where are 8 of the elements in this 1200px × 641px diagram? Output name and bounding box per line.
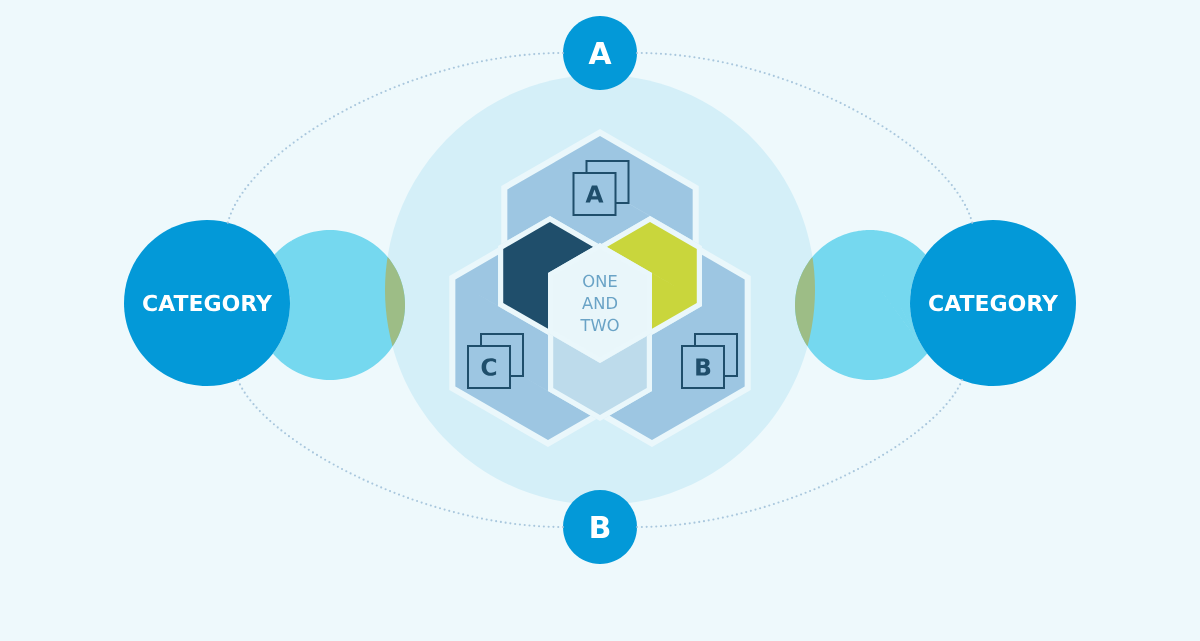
hexagon: ONE AND TWO <box>548 243 652 363</box>
stacked-squares: A <box>572 160 630 216</box>
dotted-arc <box>236 378 565 529</box>
dotted-arc <box>635 51 974 224</box>
dotted-arc <box>635 378 964 529</box>
dotted-arc <box>226 51 565 224</box>
stacked-squares: C <box>467 333 524 389</box>
stacked-squares: B <box>681 333 738 389</box>
